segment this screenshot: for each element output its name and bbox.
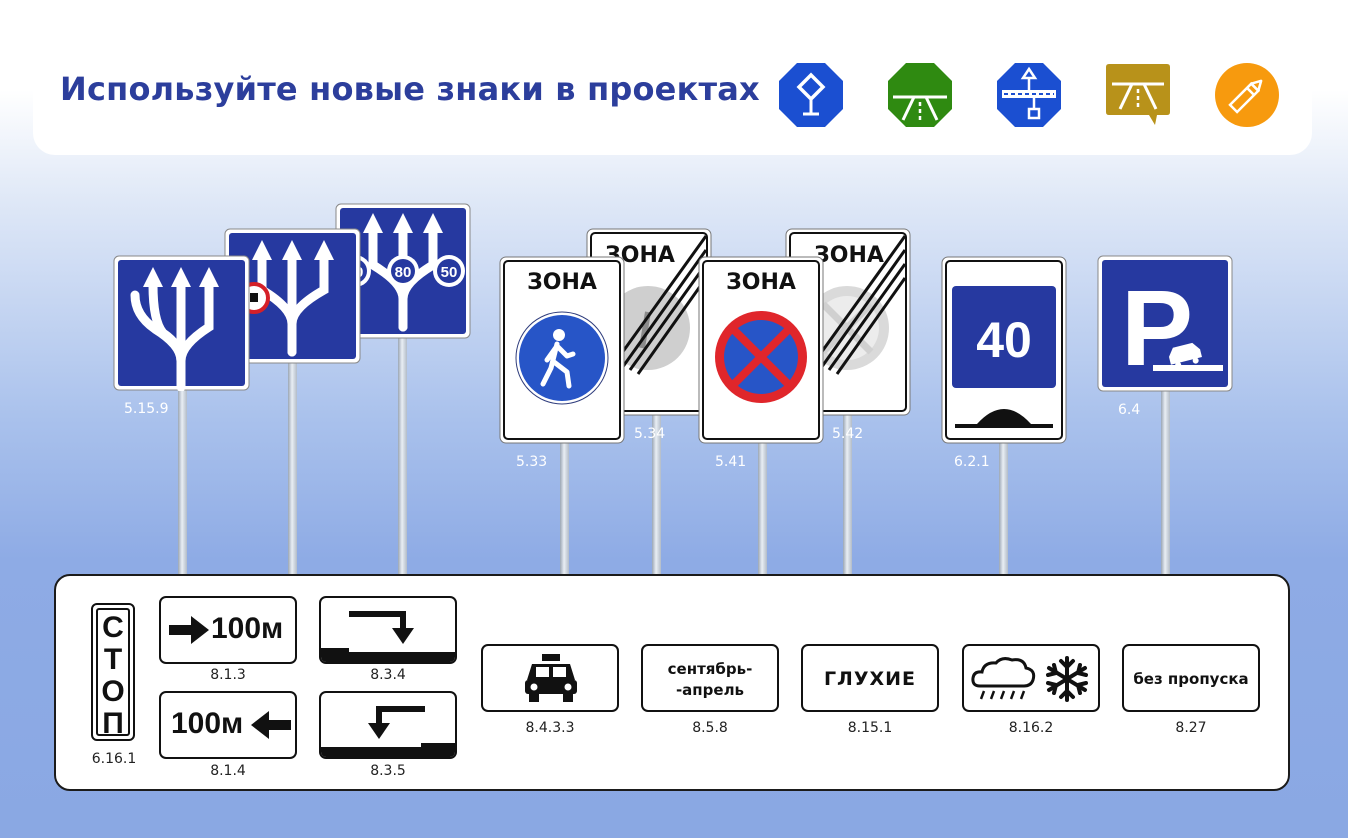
stop-letter: С (102, 611, 124, 644)
header-panel (33, 28, 1312, 155)
deaf-text: ГЛУХИЕ (823, 668, 917, 690)
plate-code: 8.1.4 (210, 763, 246, 779)
plate-6-16-1: С Т О П (91, 603, 135, 741)
orange-pencil-icon[interactable] (1214, 62, 1280, 128)
olive-road-comment-icon[interactable] (1105, 62, 1171, 128)
plate-8-3-5 (319, 691, 457, 759)
parking-side-left-icon (321, 706, 455, 757)
sign-code: 5.42 (832, 426, 864, 442)
sign-code: 5.15.9 (124, 401, 169, 417)
sign-pole (652, 414, 661, 580)
snowflake-icon (1046, 656, 1088, 702)
sign-pole (398, 337, 407, 580)
sign-code: 5.41 (715, 454, 747, 470)
blue-priority-sign-icon[interactable] (778, 62, 844, 128)
sign-pole (758, 442, 767, 580)
plate-code: 8.1.3 (210, 667, 246, 683)
stop-letter: Т (103, 643, 123, 676)
zone-text: ЗОНА (527, 270, 597, 295)
plate-8-3-4 (319, 596, 457, 664)
speed-limit-text: 80 (395, 264, 412, 281)
plate-code: 8.15.1 (847, 720, 893, 736)
sign-6-4: P (1097, 255, 1233, 392)
sign-pole (999, 442, 1008, 580)
stop-letter: П (102, 707, 124, 740)
sign-5-33: ЗОНА (499, 256, 625, 444)
plate-8-15-1: ГЛУХИЕ (801, 644, 939, 712)
speed-limit-text: 50 (441, 264, 458, 281)
plate-code: 8.16.2 (1008, 720, 1054, 736)
no-pass-text: без пропуска (1133, 670, 1249, 688)
sign-5-15-9 (113, 255, 250, 391)
arrow-left-icon (251, 711, 291, 739)
sign-code: 6.4 (1118, 402, 1141, 418)
distance-text: 100м (171, 707, 244, 740)
sign-pole (1161, 390, 1170, 580)
taxi-car-icon (525, 654, 577, 702)
lane-direction-sign-speeds: 60 80 50 (335, 203, 471, 339)
page-title: Используйте новые знаки в проектах (60, 70, 760, 108)
stop-letter: О (101, 675, 125, 708)
distance-text: 100м (211, 612, 284, 645)
sign-code: 5.34 (634, 426, 666, 442)
plate-code: 8.3.4 (370, 667, 406, 683)
plate-8-27: без пропуска (1122, 644, 1260, 712)
parking-side-right-icon (321, 611, 455, 662)
sign-pole (288, 362, 297, 580)
plate-code: 8.3.5 (370, 763, 406, 779)
plate-8-1-4: 100м (159, 691, 297, 759)
zone-text: ЗОНА (814, 243, 884, 268)
sign-6-2-1: 40 (941, 256, 1067, 444)
lane-direction-sign-truck (224, 228, 361, 364)
season-end-text: -апрель (675, 681, 745, 699)
plate-code: 8.27 (1175, 720, 1207, 736)
plate-8-16-2 (962, 644, 1100, 712)
sign-code: 5.33 (516, 454, 548, 470)
plate-code: 6.16.1 (91, 751, 137, 767)
zone-text: ЗОНА (726, 270, 796, 295)
sign-pole (560, 442, 569, 580)
speed-value: 40 (976, 312, 1032, 368)
blue-bridge-icon[interactable] (996, 62, 1062, 128)
rain-cloud-icon (971, 657, 1036, 700)
sign-pole (178, 390, 187, 580)
sign-code: 6.2.1 (954, 454, 990, 470)
plate-8-5-8: сентябрь- -апрель (641, 644, 779, 712)
plate-8-4-3-3 (481, 644, 619, 712)
plate-code: 8.5.8 (692, 720, 728, 736)
sign-pole (843, 414, 852, 580)
plate-8-1-3: 100м (159, 596, 297, 664)
season-start-text: сентябрь- (667, 660, 753, 678)
sign-5-41: ЗОНА (698, 256, 824, 444)
arrow-right-icon (169, 616, 209, 644)
green-highway-icon[interactable] (887, 62, 953, 128)
plate-code: 8.4.3.3 (525, 720, 575, 736)
